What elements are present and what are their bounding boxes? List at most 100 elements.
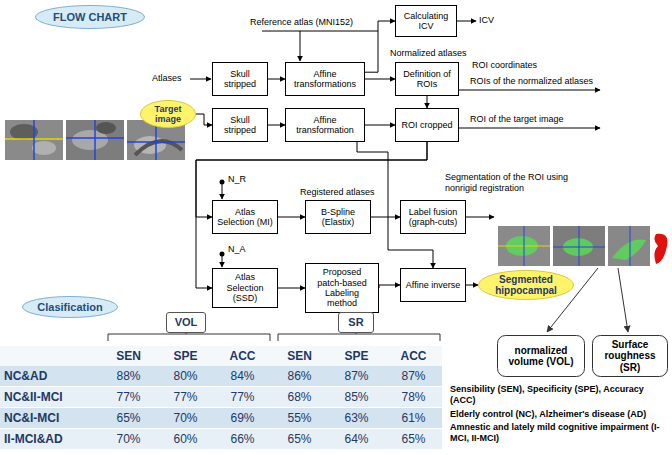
table-cell: 77% bbox=[157, 387, 214, 407]
annotation-label: N_A bbox=[228, 244, 246, 255]
reference-arrow bbox=[300, 31, 301, 61]
process-box: Affine transformations bbox=[285, 62, 365, 96]
mri-slice bbox=[66, 120, 124, 160]
process-box: Definition of ROIs bbox=[395, 62, 459, 96]
node-text: SR bbox=[342, 316, 370, 329]
annotation-label: ICV bbox=[479, 15, 494, 26]
hippocampus-mask bbox=[612, 239, 646, 260]
hippocampus-3d bbox=[654, 234, 667, 264]
process-box: Skull stripped bbox=[212, 108, 268, 142]
bracket bbox=[278, 334, 440, 341]
table-cell: 60% bbox=[157, 429, 214, 449]
node-text: FLOW CHART bbox=[43, 11, 137, 24]
node-text: Affine transformations bbox=[289, 69, 361, 90]
parameter-dot bbox=[220, 252, 225, 257]
process-box: ROI cropped bbox=[395, 108, 459, 142]
node-text: Atlas Selection (SSD) bbox=[216, 272, 274, 303]
leader-lines bbox=[190, 21, 600, 267]
table-cell: 61% bbox=[385, 408, 442, 428]
annotation-label: N_R bbox=[228, 174, 246, 185]
input-arrow bbox=[190, 79, 211, 80]
title-ellipse: FLOW CHART bbox=[35, 5, 145, 29]
connector bbox=[268, 125, 285, 126]
table-row bbox=[0, 366, 442, 386]
connector bbox=[365, 125, 395, 126]
parameter-line bbox=[222, 184, 223, 199]
annotation-label: ROI of the target image bbox=[470, 114, 564, 125]
table-cell: 65% bbox=[271, 429, 328, 449]
table-cell: 65% bbox=[385, 429, 442, 449]
note-text: Sensibility (SEN), Specificity (SPE), Ac… bbox=[450, 384, 668, 407]
brackets bbox=[108, 330, 440, 341]
mri-slice bbox=[498, 226, 550, 266]
connector bbox=[427, 96, 428, 108]
column-header: SPE bbox=[328, 346, 385, 366]
crosshair bbox=[524, 226, 525, 266]
measure-box: Surface roughness (SR) bbox=[592, 335, 668, 377]
connector bbox=[466, 285, 478, 286]
shape-outline bbox=[141, 101, 196, 128]
node-text: B-Spline (Elastix) bbox=[309, 207, 367, 228]
table-cell: 88% bbox=[100, 366, 157, 386]
connector bbox=[365, 21, 395, 72]
shape-outline bbox=[36, 6, 145, 29]
connector bbox=[278, 288, 305, 289]
table-cell: 85% bbox=[328, 387, 385, 407]
connector bbox=[365, 79, 395, 80]
annotation-label: ROI coordinates bbox=[472, 60, 537, 71]
node-text: Segmented hippocampal bbox=[486, 274, 566, 297]
crosshair bbox=[630, 226, 631, 266]
mri-slice bbox=[5, 120, 63, 160]
parameter-dot bbox=[220, 180, 225, 185]
node-text: Target image bbox=[148, 104, 188, 125]
section-ellipse: Clasification bbox=[22, 296, 118, 318]
row-header: NC&II-MCI bbox=[4, 387, 100, 407]
process-box: Affine transformation bbox=[285, 108, 365, 142]
table-cell: 87% bbox=[328, 366, 385, 386]
crosshair bbox=[579, 226, 580, 266]
process-box: Affine inverse bbox=[400, 268, 466, 302]
annotation-label: Registered atlases bbox=[300, 187, 375, 198]
table-cell: 69% bbox=[214, 408, 271, 428]
notes-block: Sensibility (SEN), Specificity (SPE), Ac… bbox=[450, 384, 668, 446]
connector bbox=[196, 114, 212, 125]
connector bbox=[278, 217, 305, 218]
column-header: SPE bbox=[157, 346, 214, 366]
node-text: Calculating ICV bbox=[399, 11, 453, 32]
group-header: SR bbox=[338, 312, 374, 333]
mri-slice bbox=[553, 226, 605, 266]
table-cell: 87% bbox=[385, 366, 442, 386]
node-text: Label fusion (graph-cuts) bbox=[404, 207, 462, 228]
connector bbox=[371, 217, 400, 218]
mri-slice bbox=[608, 226, 650, 266]
node-text: Skull stripped bbox=[216, 115, 264, 136]
column-header: ACC bbox=[385, 346, 442, 366]
table-cell: 70% bbox=[157, 408, 214, 428]
column-header: SEN bbox=[271, 346, 328, 366]
measure-arrow bbox=[618, 268, 628, 332]
note-text: Amnestic and lately mild cognitive impai… bbox=[450, 422, 668, 445]
output-arrow bbox=[459, 90, 600, 91]
tissue bbox=[135, 141, 182, 155]
table-cell: 84% bbox=[214, 366, 271, 386]
node-text: ROI cropped bbox=[399, 120, 455, 130]
output-arrow bbox=[466, 217, 494, 218]
annotation-label: Normalized atlases bbox=[390, 48, 467, 59]
table-cell: 63% bbox=[328, 408, 385, 428]
table-cell: 78% bbox=[385, 387, 442, 407]
row-header: NC&AD bbox=[4, 366, 100, 386]
table-cell: 64% bbox=[328, 429, 385, 449]
table-cell: 77% bbox=[100, 387, 157, 407]
node-text: normalized volume (VOL) bbox=[500, 345, 582, 368]
column-header: SEN bbox=[100, 346, 157, 366]
node-text: Clasification bbox=[30, 301, 110, 314]
output-ellipse: Segmented hippocampal bbox=[478, 270, 574, 300]
row-header: II-MCI&AD bbox=[4, 429, 100, 449]
connector bbox=[268, 79, 285, 80]
node-text: Affine inverse bbox=[404, 280, 462, 290]
node-text: Surface roughness (SR) bbox=[595, 339, 665, 374]
annotation-label: Reference atlas (MNI152) bbox=[250, 17, 353, 28]
tissue bbox=[96, 122, 116, 134]
node-text: Proposed patch-based Labeling method bbox=[309, 267, 375, 308]
